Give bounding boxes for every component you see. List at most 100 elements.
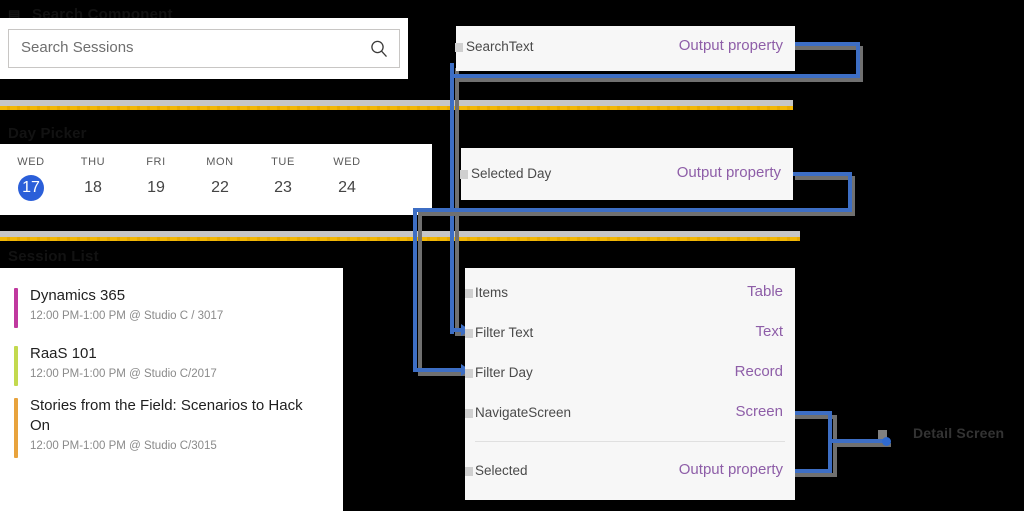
property-value[interactable]: Screen bbox=[735, 403, 783, 420]
connector-searchtext-loop-bottom bbox=[450, 74, 860, 78]
bottom-heading-label: Session List bbox=[8, 248, 99, 265]
day-number-5: 24 bbox=[338, 179, 356, 196]
list-item[interactable]: Dynamics 365 12:00 PM-1:00 PM @ Studio C… bbox=[14, 286, 324, 328]
day-name-1: THU bbox=[80, 156, 106, 168]
connector-shadow-merge-out bbox=[833, 443, 891, 447]
connector-searchtext-loop-right bbox=[856, 42, 860, 74]
property-value[interactable]: Text bbox=[755, 323, 783, 340]
connector-selectedday-vertical bbox=[413, 209, 417, 372]
session-accent-bar bbox=[14, 288, 18, 328]
connector-selectedday-loop-right bbox=[848, 172, 852, 208]
day-cell-0[interactable]: WED 17 bbox=[0, 156, 62, 201]
list-item[interactable]: RaaS 101 12:00 PM-1:00 PM @ Studio C/201… bbox=[14, 344, 324, 386]
property-anchor-filter-day bbox=[465, 369, 473, 378]
day-number-2: 19 bbox=[147, 179, 165, 196]
connector-merge-out bbox=[828, 439, 886, 443]
connector-searchtext-vertical bbox=[450, 63, 454, 334]
day-number-3: 22 bbox=[211, 179, 229, 196]
day-name-0: WED bbox=[17, 156, 45, 168]
property-anchor-selectedday bbox=[460, 170, 468, 179]
property-row-selectedday[interactable]: Selected Day Output property bbox=[460, 155, 793, 195]
day-cell-1[interactable]: THU 18 bbox=[62, 156, 124, 201]
day-cell-4[interactable]: TUE 23 bbox=[252, 156, 314, 201]
connector-navigate-horizontal bbox=[790, 411, 832, 415]
property-label: Selected bbox=[475, 463, 528, 478]
divider-middle-gray bbox=[0, 231, 800, 238]
session-details: 12:00 PM-1:00 PM @ Studio C/2017 bbox=[30, 368, 217, 380]
property-value[interactable]: Table bbox=[747, 283, 783, 300]
property-value[interactable]: Record bbox=[734, 363, 783, 380]
property-anchor-selected bbox=[465, 467, 473, 476]
property-value[interactable]: Output property bbox=[678, 461, 783, 478]
property-anchor-searchtext bbox=[455, 43, 463, 52]
connector-shadow-searchtext-vertical bbox=[455, 68, 459, 336]
property-anchor-filter-text bbox=[465, 329, 473, 338]
middle-heading-label: Day Picker bbox=[8, 125, 87, 142]
property-value[interactable]: Output property bbox=[678, 37, 783, 54]
property-label: Items bbox=[475, 285, 509, 300]
property-row-filter-day[interactable]: Filter Day Record bbox=[465, 354, 795, 394]
property-row-selected[interactable]: Selected Output property bbox=[465, 452, 795, 492]
session-list-panel: Dynamics 365 12:00 PM-1:00 PM @ Studio C… bbox=[0, 268, 343, 511]
connector-shadow-navigate-horizontal bbox=[795, 415, 835, 419]
day-cell-3[interactable]: MON 22 bbox=[189, 156, 251, 201]
property-row-searchtext[interactable]: SearchText Output property bbox=[455, 28, 795, 68]
connector-selectedday-horizontal bbox=[413, 368, 464, 372]
connector-shadow-selectedday-vertical bbox=[418, 213, 422, 376]
gallery-property-card: Items Table Filter Text Text Filter Day … bbox=[465, 268, 795, 500]
connector-shadow-searchtext-loop-right bbox=[859, 46, 863, 78]
property-anchor-navigatescreen bbox=[465, 409, 473, 418]
session-accent-bar bbox=[14, 398, 18, 458]
session-title: Dynamics 365 bbox=[30, 287, 126, 304]
property-divider bbox=[475, 441, 785, 442]
connector-selectedday-loop-bottom bbox=[413, 208, 852, 212]
list-item[interactable]: Stories from the Field: Scenarios to Hac… bbox=[14, 396, 304, 458]
selectedday-property-card: Selected Day Output property bbox=[460, 148, 793, 200]
connector-shadow-selected-horizontal bbox=[795, 473, 835, 477]
day-cell-2[interactable]: FRI 19 bbox=[125, 156, 187, 201]
far-right-heading-label: Detail Screen bbox=[913, 425, 1005, 441]
session-details: 12:00 PM-1:00 PM @ Studio C / 3017 bbox=[30, 310, 224, 322]
connector-searchtext-horizontal bbox=[450, 328, 464, 332]
divider-top bbox=[0, 100, 793, 111]
connector-node-merge bbox=[878, 430, 887, 439]
day-name-2: FRI bbox=[146, 156, 166, 168]
day-cell-5[interactable]: WED 24 bbox=[316, 156, 378, 201]
divider-middle bbox=[0, 231, 800, 242]
day-name-3: MON bbox=[206, 156, 234, 168]
session-details: 12:00 PM-1:00 PM @ Studio C/3015 bbox=[30, 440, 217, 452]
connector-searchtext-loop-top bbox=[790, 42, 860, 46]
session-title: RaaS 101 bbox=[30, 345, 97, 362]
search-icon[interactable] bbox=[369, 39, 389, 59]
property-anchor-items bbox=[465, 289, 473, 298]
property-label: SearchText bbox=[466, 39, 534, 54]
property-label: Selected Day bbox=[471, 166, 552, 181]
connector-shadow-selectedday-horizontal bbox=[418, 372, 471, 376]
connector-shadow-searchtext-loop-top bbox=[795, 46, 863, 50]
divider-top-yellow bbox=[0, 106, 793, 110]
search-input-placeholder: Search Sessions bbox=[21, 39, 134, 56]
day-number-0: 17 bbox=[18, 175, 44, 201]
session-title: Stories from the Field: Scenarios to Hac… bbox=[30, 397, 303, 434]
connector-shadow-selectedday-loop-top bbox=[795, 176, 855, 180]
connector-selectedday-loop-top bbox=[790, 172, 852, 176]
searchtext-property-card: SearchText Output property bbox=[455, 26, 795, 71]
search-panel: Search Sessions bbox=[0, 18, 408, 79]
property-row-filter-text[interactable]: Filter Text Text bbox=[465, 314, 795, 354]
property-row-items[interactable]: Items Table bbox=[465, 274, 795, 314]
day-name-4: TUE bbox=[271, 156, 295, 168]
connector-shadow-selectedday-loop-bottom bbox=[418, 212, 855, 216]
connector-shadow-selectedday-loop-right bbox=[851, 176, 855, 212]
connector-arrow-detail-screen bbox=[882, 437, 891, 446]
property-value[interactable]: Output property bbox=[676, 164, 781, 181]
session-accent-bar bbox=[14, 346, 18, 386]
property-row-navigatescreen[interactable]: NavigateScreen Screen bbox=[465, 394, 795, 434]
property-label: Filter Text bbox=[475, 325, 534, 340]
connector-selected-horizontal bbox=[790, 469, 832, 473]
search-input[interactable]: Search Sessions bbox=[8, 29, 400, 68]
day-name-5: WED bbox=[333, 156, 361, 168]
day-number-4: 23 bbox=[274, 179, 292, 196]
day-picker-panel: WED 17 THU 18 FRI 19 MON 22 TUE 23 WED 2… bbox=[0, 144, 432, 215]
day-number-1: 18 bbox=[84, 179, 102, 196]
property-label: NavigateScreen bbox=[475, 405, 572, 420]
